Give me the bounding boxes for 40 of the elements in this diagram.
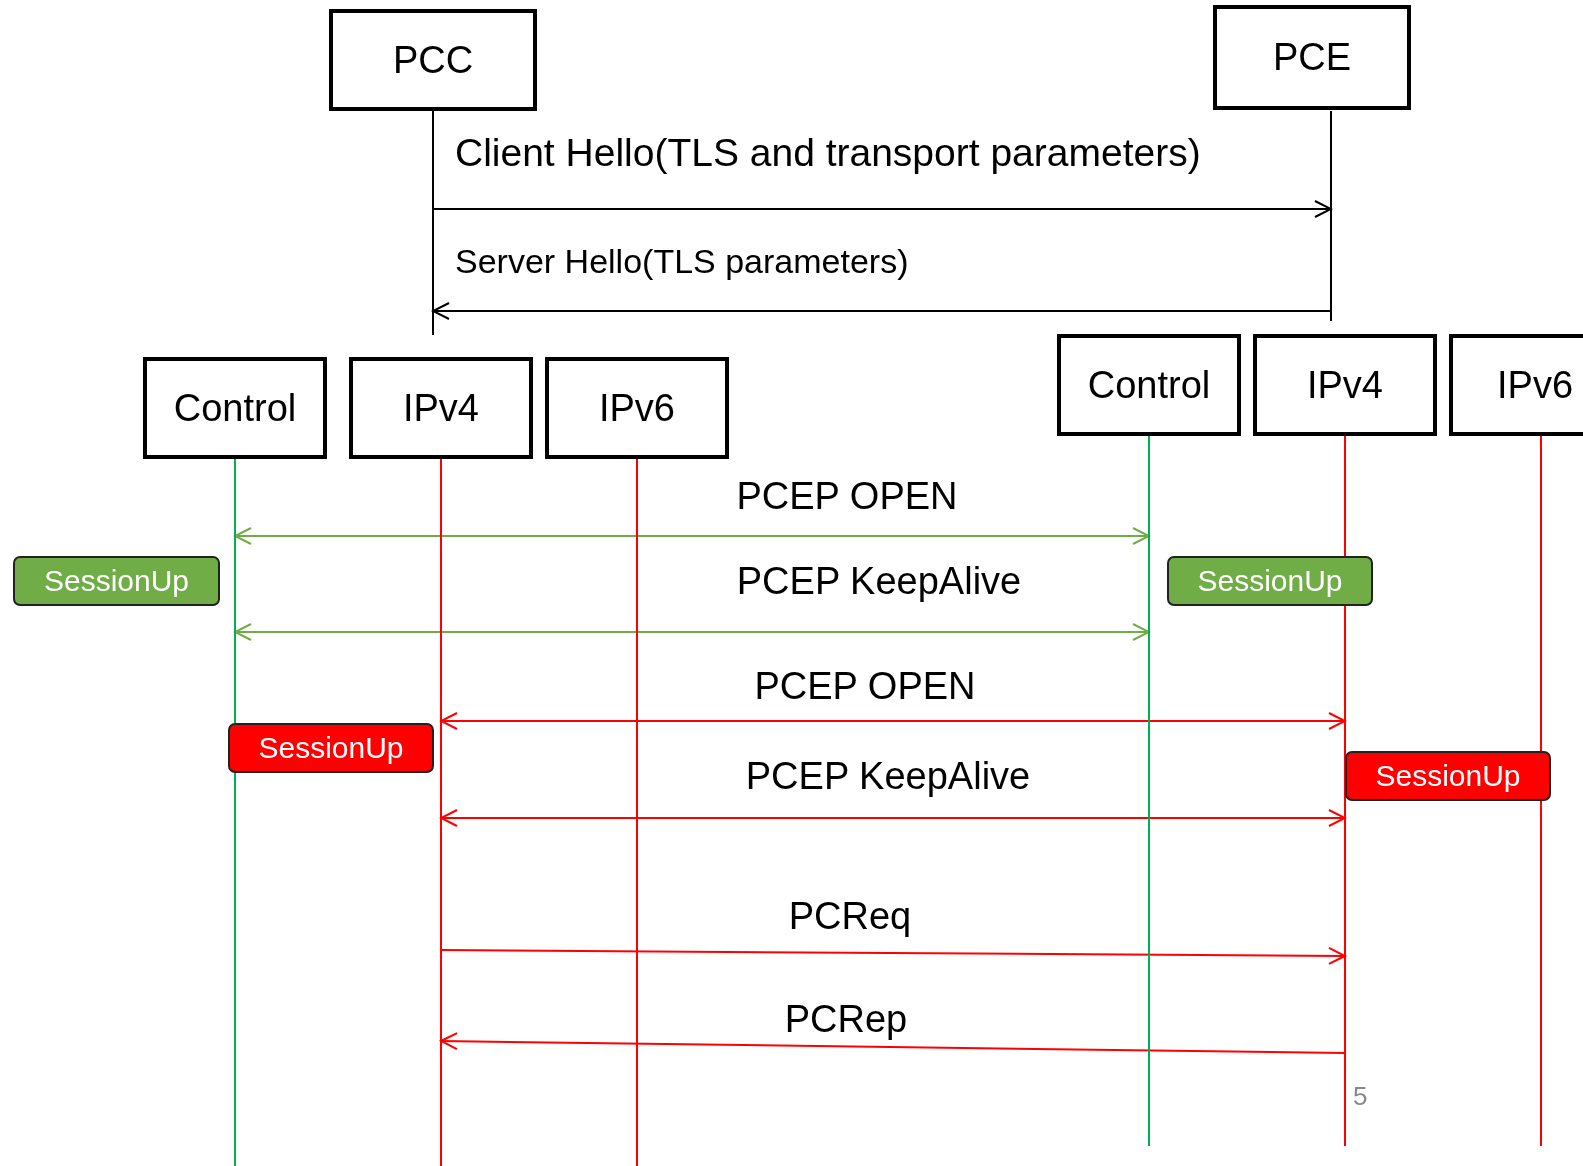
participant-name: IPv6 (598, 386, 675, 430)
participant-name: IPv6 (1497, 363, 1574, 407)
message-arrow (234, 527, 1150, 545)
session-state-badge (13, 556, 220, 606)
lifeline (234, 459, 236, 1166)
lifeline-head-box (545, 357, 729, 459)
message-arrow (432, 200, 1332, 218)
session-state-badge (228, 723, 434, 773)
participant-name: Control (173, 386, 297, 430)
lifeline (1330, 111, 1332, 321)
message-arrow (432, 302, 1332, 320)
lifeline (432, 111, 434, 335)
lifeline (1148, 436, 1150, 1146)
lifeline-head-box (1057, 334, 1241, 436)
message-arrow (440, 946, 1346, 965)
state-label: SessionUp (1197, 564, 1343, 598)
message-arrow (440, 809, 1346, 827)
message-arrow (440, 712, 1346, 730)
participant-name: PCE (1272, 36, 1352, 79)
state-label: SessionUp (1375, 759, 1521, 793)
lifeline (1540, 436, 1542, 1146)
lifeline-head-box (1253, 334, 1437, 436)
message-arrow (234, 623, 1150, 641)
participant-name: IPv4 (1306, 363, 1383, 407)
session-state-badge (1345, 751, 1551, 801)
lifeline (440, 459, 442, 1166)
lifeline-head-box (1213, 5, 1411, 110)
participant-name: PCC (392, 38, 474, 82)
state-label: SessionUp (43, 564, 190, 598)
lifeline (1344, 436, 1346, 1146)
lifeline (636, 459, 638, 1166)
participant-name: Control (1087, 363, 1211, 407)
lifeline-head-box (1449, 334, 1583, 436)
lifeline-head-box (329, 9, 537, 111)
message-arrow (440, 1032, 1346, 1054)
state-label: SessionUp (258, 731, 404, 765)
participant-name: IPv4 (402, 386, 479, 430)
lifeline-head-box (349, 357, 533, 459)
lifeline-head-box (143, 357, 327, 459)
session-state-badge (1167, 556, 1373, 606)
